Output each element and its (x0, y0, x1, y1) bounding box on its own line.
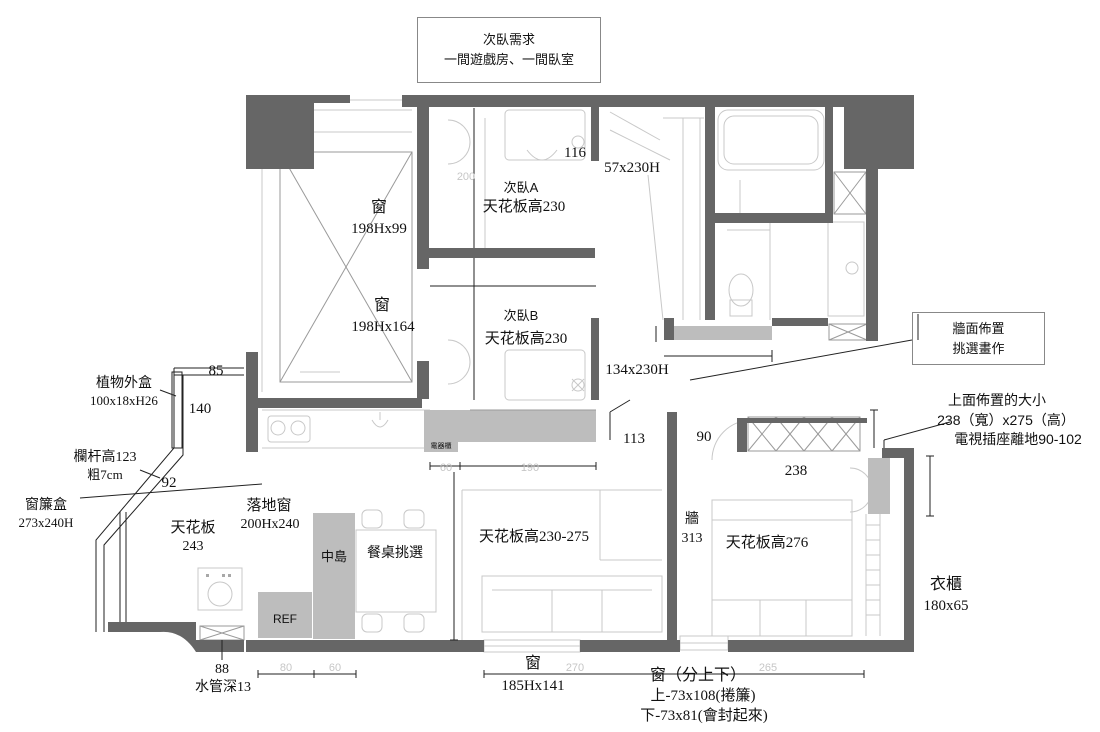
living-ceiling: 天花板高230-275 (479, 527, 589, 545)
dim-85: 85 (209, 363, 224, 379)
faint-dim-270: 270 (566, 662, 584, 674)
bed-b-ceiling: 天花板高230 (485, 329, 568, 347)
faint-dim-60b: 60 (329, 662, 341, 674)
curtain-box-size: 273x240H (19, 515, 74, 530)
dim-140: 140 (189, 401, 212, 417)
plant-box-label: 植物外盒 (96, 374, 152, 391)
dim-238: 238 (785, 463, 808, 479)
labels: 次臥A 天花板高230 次臥B 天花板高230 天花板高230-275 天花板高… (19, 145, 1082, 724)
window-top-label: 窗 (371, 198, 387, 216)
closet-a-size: 57x230H (604, 160, 660, 176)
window-top-size: 198Hx99 (351, 221, 407, 237)
wall-art-note-line: 挑選畫作 (952, 341, 1005, 356)
kitchen-island (313, 513, 355, 639)
appliance-cabinet (424, 410, 458, 452)
walls (108, 95, 914, 652)
faint-dim-60: 60 (440, 462, 452, 474)
ref-label: REF (273, 612, 297, 626)
appliance-label: 電器櫃 (431, 441, 452, 450)
closet-b-size: 134x230H (605, 362, 669, 378)
secondary-room-note: 次臥需求 一間遊戲房、一間臥室 (417, 17, 601, 83)
dim-113: 113 (623, 431, 645, 447)
bed-a-name: 次臥A (504, 180, 539, 195)
island-label: 中島 (321, 549, 347, 564)
dim-88: 88 (215, 662, 229, 677)
secondary-room-note-line: 一間遊戲房、一間臥室 (443, 52, 574, 67)
bottom-window-size: 185Hx141 (501, 678, 564, 694)
railing-thick: 粗7cm (87, 467, 122, 482)
window-low-label: 窗 (374, 296, 390, 314)
pipe-depth: 水管深13 (195, 679, 251, 695)
faint-dim-190: 190 (521, 462, 539, 474)
bedroom-window-lower: 下-73x81(會封起來) (640, 707, 768, 724)
tv-spec-line2: 238（寬）x275（高） (937, 412, 1075, 428)
plant-box-size: 100x18xH26 (90, 393, 158, 408)
french-window-size: 200Hx240 (240, 517, 299, 532)
dining-label: 餐桌挑選 (367, 544, 423, 560)
dim-90: 90 (697, 429, 712, 445)
tv-spec-line3: 電視插座離地90-102 (954, 431, 1082, 447)
wardrobe-label: 衣櫃 (930, 575, 962, 593)
balcony-ceiling: 天花板 (170, 518, 215, 536)
dim-116: 116 (564, 145, 586, 161)
wall-label: 牆 (685, 511, 699, 527)
bed-b-name: 次臥B (504, 308, 539, 323)
curtain-box-label: 窗簾盒 (25, 496, 67, 513)
balcony-ceiling-height: 243 (183, 539, 204, 554)
french-window-label: 落地窗 (246, 496, 291, 514)
faint-dim-265: 265 (759, 662, 777, 674)
refrigerator (258, 592, 312, 638)
wall-art-note: 牆面佈置 挑選畫作 (912, 312, 1045, 365)
secondary-room-note-title: 次臥需求 (482, 32, 535, 47)
wardrobe-size: 180x65 (924, 598, 969, 614)
wall-art-note-title: 牆面佈置 (952, 321, 1005, 336)
bedroom-window-upper: 上-73x108(捲簾) (651, 687, 756, 704)
dimension-lines (79, 314, 951, 678)
bed-a-ceiling: 天花板高230 (483, 197, 566, 215)
faint-dim-80: 80 (280, 662, 292, 674)
window-low-size: 198Hx164 (351, 319, 415, 335)
dim-92: 92 (162, 475, 177, 491)
master-ceiling: 天花板高276 (726, 533, 809, 551)
wall-313: 313 (682, 531, 703, 546)
tv-spec-line1: 上面佈置的大小 (948, 392, 1046, 408)
faint-dim-200: 200 (457, 171, 475, 183)
gray-fixtures (258, 326, 890, 639)
bedroom-window-label: 窗（分上下） (650, 666, 746, 684)
railing-label: 欄杆高123 (74, 448, 137, 465)
bottom-window-label: 窗 (525, 654, 541, 672)
